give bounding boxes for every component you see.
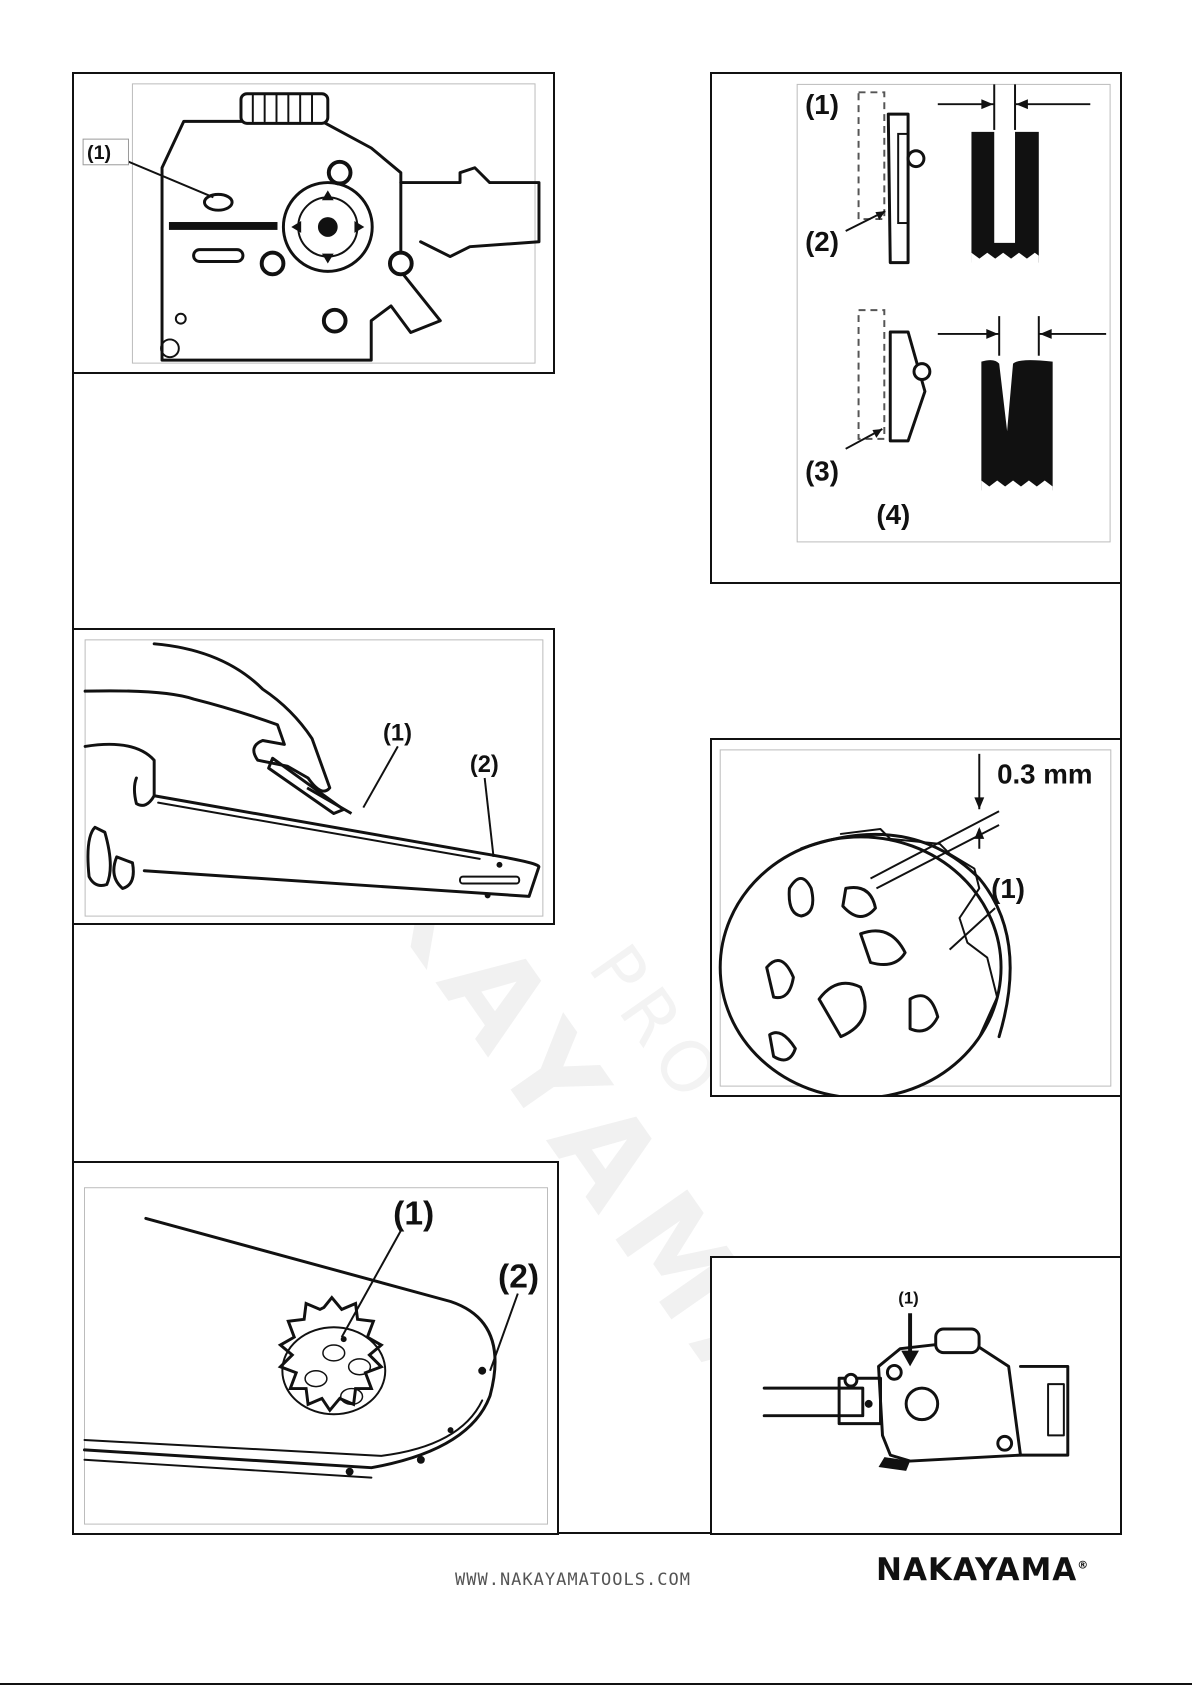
registered-mark: ® (1077, 1559, 1089, 1572)
gauge-callout-1: (1) (805, 89, 839, 120)
figure-oil-screw: (1) (710, 1256, 1122, 1535)
figure-bar-nose: (1) (2) (72, 1161, 559, 1535)
nose-callout-2: (2) (498, 1259, 539, 1296)
oil-callout-1: (1) (898, 1288, 918, 1307)
measurement-label: 0.3 mm (997, 759, 1092, 790)
housing-illustration: (1) (74, 74, 553, 372)
chain-gauge-illustration: (1) (2) (3) (4) (712, 74, 1120, 582)
figure-bar-cleaning: (1) (2) (72, 628, 555, 925)
bar-callout-1: (1) (383, 720, 412, 746)
sprocket-wear-illustration: 0.3 mm (1) (712, 740, 1120, 1095)
gauge-callout-4: (4) (876, 499, 910, 530)
brand-name: NAKAYAMA (876, 1552, 1077, 1588)
bar-cleaning-illustration: (1) (2) (74, 630, 553, 923)
sprocket-callout-1: (1) (991, 873, 1025, 904)
figure-housing: (1) (72, 72, 555, 374)
figure-chain-gauge: (1) (2) (3) (4) (710, 72, 1122, 584)
housing-callout-1: (1) (87, 142, 111, 164)
footer-url: WWW.NAKAYAMATOOLS.COM (455, 1570, 691, 1590)
gauge-callout-3: (3) (805, 456, 839, 487)
bar-callout-2: (2) (470, 752, 499, 778)
gauge-callout-2: (2) (805, 226, 839, 257)
oil-screw-illustration: (1) (712, 1258, 1120, 1533)
bar-nose-illustration: (1) (2) (74, 1163, 557, 1533)
nose-callout-1: (1) (393, 1195, 434, 1232)
brand-logo: NAKAYAMA® (876, 1552, 1089, 1588)
figure-sprocket-wear: 0.3 mm (1) (710, 738, 1122, 1097)
